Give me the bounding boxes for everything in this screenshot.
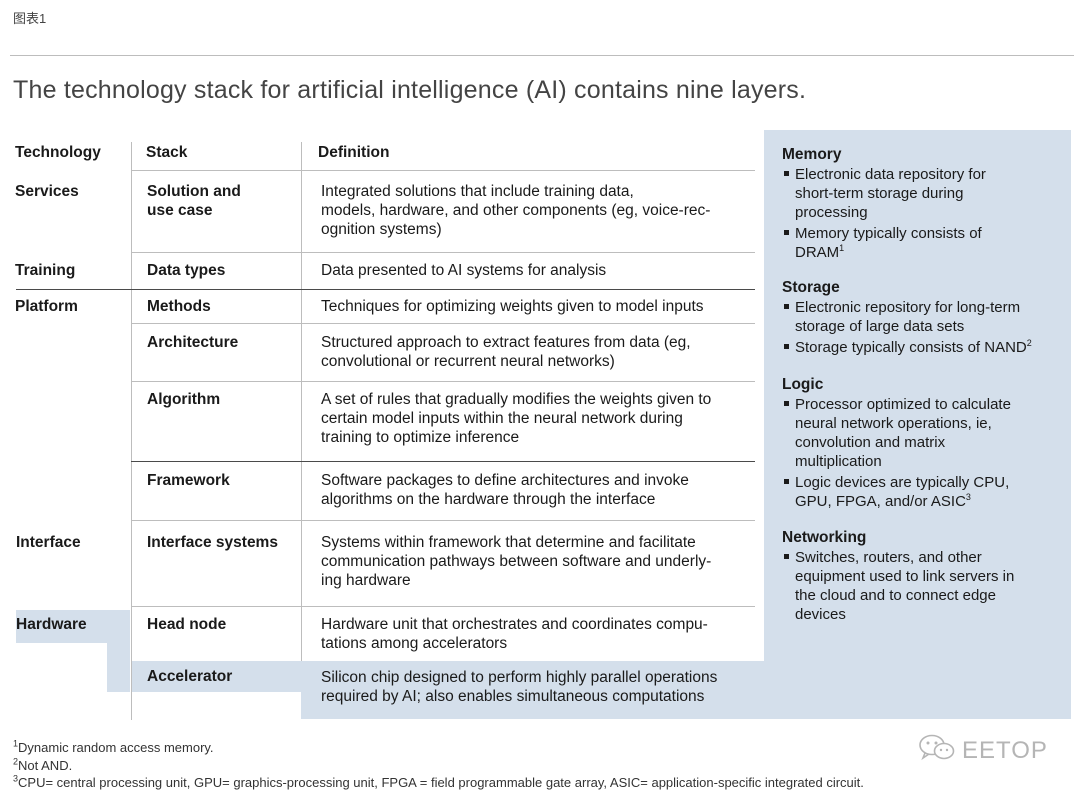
hardware-highlight xyxy=(16,610,130,643)
top-divider xyxy=(10,55,1074,56)
networking-title: Networking xyxy=(782,529,867,546)
technology-services: Services xyxy=(15,183,79,200)
footnote: 2Not AND. xyxy=(13,756,73,773)
column-divider xyxy=(131,142,132,720)
figure-label: 图表1 xyxy=(13,11,47,26)
definition-algorithm: A set of rules that gradually modifies t… xyxy=(321,391,712,446)
column-divider xyxy=(301,142,302,661)
footnote: 3CPU= central processing unit, GPU= grap… xyxy=(13,773,864,790)
logic-bullet: Logic devices are typically CPU,GPU, FPG… xyxy=(782,473,1062,511)
memory-title: Memory xyxy=(782,146,842,163)
hardware-highlight-lower xyxy=(107,643,130,692)
row-divider xyxy=(131,461,755,462)
accelerator-stack-highlight xyxy=(131,661,301,692)
row-divider xyxy=(131,252,755,253)
row-divider xyxy=(131,381,755,382)
definition-data-types: Data presented to AI systems for analysi… xyxy=(321,262,607,279)
wechat-icon xyxy=(918,733,956,768)
definition-interface-systems: Systems within framework that determine … xyxy=(321,534,712,589)
technology-platform: Platform xyxy=(15,298,78,315)
header-technology: Technology xyxy=(15,144,101,161)
row-divider xyxy=(131,606,755,607)
stack-architecture: Architecture xyxy=(147,334,239,351)
definition-framework: Software packages to define architecture… xyxy=(321,472,689,508)
stack-head-node: Head node xyxy=(147,616,227,633)
definition-solution: Integrated solutions that include traini… xyxy=(321,183,711,238)
technology-training: Training xyxy=(15,262,76,279)
stack-algorithm: Algorithm xyxy=(147,391,221,408)
storage-bullet: Storage typically consists of NAND2 xyxy=(782,338,1062,357)
accelerator-definition-highlight xyxy=(301,661,765,719)
storage-section: Storage Electronic repository for long-t… xyxy=(782,278,1062,359)
row-divider xyxy=(131,170,755,171)
footnotes: 1Dynamic random access memory. 2Not AND.… xyxy=(13,739,864,792)
row-divider xyxy=(131,323,755,324)
header-definition: Definition xyxy=(318,144,390,161)
definition-methods: Techniques for optimizing weights given … xyxy=(321,298,704,315)
watermark-text: EETOP xyxy=(962,736,1048,764)
stack-framework: Framework xyxy=(147,472,230,489)
side-panel xyxy=(764,130,1071,719)
header-stack: Stack xyxy=(146,144,188,161)
technology-interface: Interface xyxy=(16,534,81,551)
watermark: EETOP xyxy=(918,733,1048,768)
storage-title: Storage xyxy=(782,279,840,296)
definition-accelerator: Silicon chip designed to perform highly … xyxy=(321,669,718,705)
page-title: The technology stack for artificial inte… xyxy=(13,76,807,104)
row-divider xyxy=(131,520,755,521)
logic-title: Logic xyxy=(782,376,824,393)
definition-head-node: Hardware unit that orchestrates and coor… xyxy=(321,616,708,652)
technology-hardware: Hardware xyxy=(16,616,87,633)
row-divider xyxy=(16,289,755,290)
stack-methods: Methods xyxy=(147,298,211,315)
footnote: 1Dynamic random access memory. xyxy=(13,738,214,755)
stack-accelerator: Accelerator xyxy=(147,668,233,685)
stack-interface-systems: Interface systems xyxy=(147,534,278,551)
stack-data-types: Data types xyxy=(147,262,226,279)
definition-architecture: Structured approach to extract features … xyxy=(321,334,691,370)
